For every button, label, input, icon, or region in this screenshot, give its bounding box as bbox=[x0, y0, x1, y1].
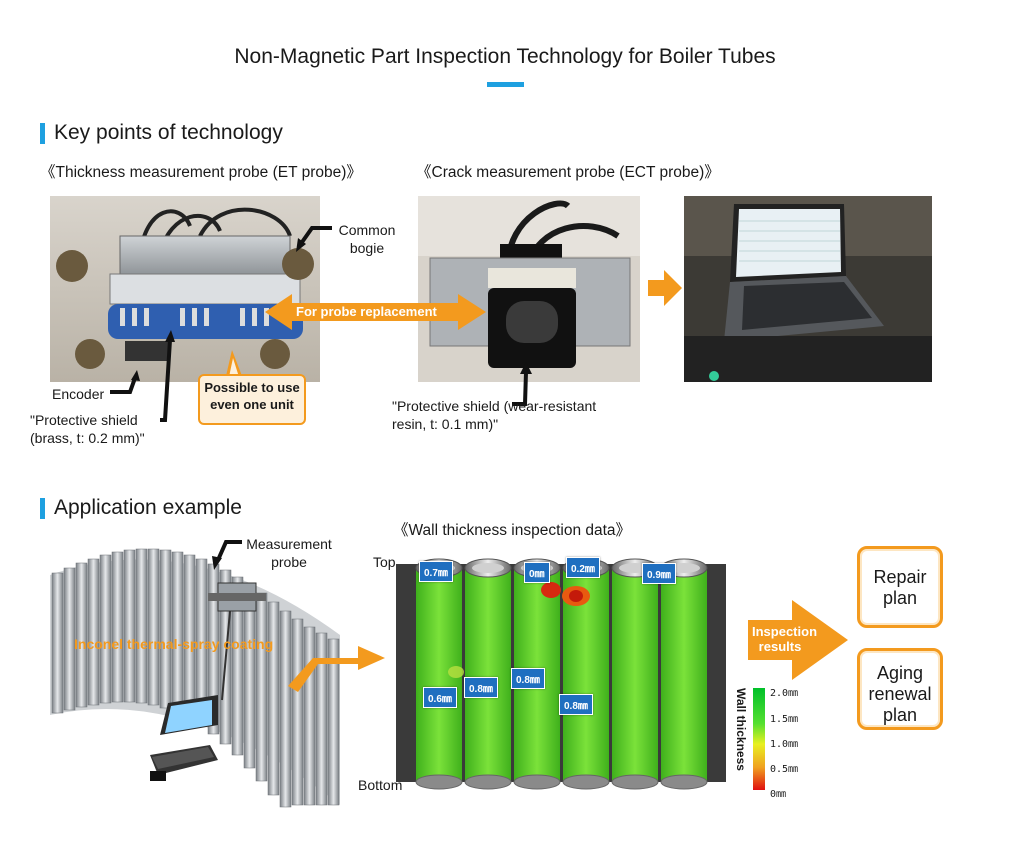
scale-tick: 1.5㎜ bbox=[770, 714, 799, 725]
brass-shield-label: "Protective shield (brass, t: 0.2 mm)" bbox=[30, 412, 145, 446]
scale-tick: 0.5㎜ bbox=[770, 764, 799, 775]
encoder-label: Encoder bbox=[52, 386, 105, 402]
thickness-color-scale bbox=[753, 688, 765, 790]
scale-axis-label-wrap: Wall thickness bbox=[734, 688, 748, 788]
resin-shield-pointer bbox=[512, 371, 528, 406]
thickness-tag: 0.8㎜ bbox=[511, 668, 545, 689]
inspection-results-label: Inspection results bbox=[752, 624, 818, 654]
section-marker bbox=[40, 123, 45, 144]
aging-plan-label: Aging renewal plan bbox=[868, 663, 932, 725]
ect-probe-title: 《Crack measurement probe (ECT probe)》 bbox=[416, 164, 720, 181]
thickness-tag: 0.7㎜ bbox=[419, 561, 453, 582]
et-probe-photo bbox=[50, 196, 320, 382]
ect-probe-photo bbox=[418, 196, 640, 382]
wall-thickness-map bbox=[396, 558, 726, 790]
to-laptop-arrow bbox=[648, 270, 682, 306]
thickness-tag: 0.8㎜ bbox=[559, 694, 593, 715]
bottom-label: Bottom bbox=[358, 777, 403, 793]
application-heading: Application example bbox=[54, 496, 242, 519]
resin-shield-label: "Protective shield (wear-resistant resin… bbox=[392, 398, 597, 432]
repair-plan-box: Repair plan bbox=[857, 546, 943, 628]
bogie-pointer bbox=[298, 226, 332, 247]
top-label: Top bbox=[373, 554, 396, 570]
common-bogie-label: Common bogie bbox=[338, 222, 396, 256]
brass-shield-pointer bbox=[160, 339, 172, 422]
data-title: 《Wall thickness inspection data》 bbox=[393, 522, 632, 539]
aging-plan-box: Aging renewal plan bbox=[857, 648, 943, 730]
page-title: Non-Magnetic Part Inspection Technology … bbox=[234, 45, 776, 68]
thickness-tag: 0㎜ bbox=[524, 562, 550, 583]
key-points-heading: Key points of technology bbox=[54, 121, 283, 144]
boiler-wall-illustration bbox=[50, 548, 340, 808]
replacement-arrow bbox=[265, 294, 486, 330]
thickness-tag: 0.6㎜ bbox=[423, 687, 457, 708]
measurement-probe-label: Measurement probe bbox=[246, 536, 332, 570]
thickness-tag: 0.2㎜ bbox=[566, 557, 600, 578]
laptop-photo bbox=[684, 196, 932, 382]
one-unit-callout: Possible to use even one unit bbox=[198, 374, 306, 425]
title-underline bbox=[487, 82, 524, 87]
coating-label: Inconel thermal-spray coating bbox=[74, 636, 274, 652]
repair-plan-label: Repair plan bbox=[873, 567, 927, 608]
probe-replacement-label: For probe replacement bbox=[296, 304, 437, 319]
thickness-tag: 0.8㎜ bbox=[464, 677, 498, 698]
et-probe-title: 《Thickness measurement probe (ET probe)》 bbox=[40, 164, 362, 181]
encoder-pointer bbox=[110, 377, 137, 394]
scale-axis-label: Wall thickness bbox=[734, 688, 748, 771]
scale-tick: 0㎜ bbox=[770, 789, 787, 800]
section-marker bbox=[40, 498, 45, 519]
thickness-tag: 0.9㎜ bbox=[642, 563, 676, 584]
scale-tick: 2.0㎜ bbox=[770, 688, 799, 699]
scale-tick: 1.0㎜ bbox=[770, 739, 799, 750]
